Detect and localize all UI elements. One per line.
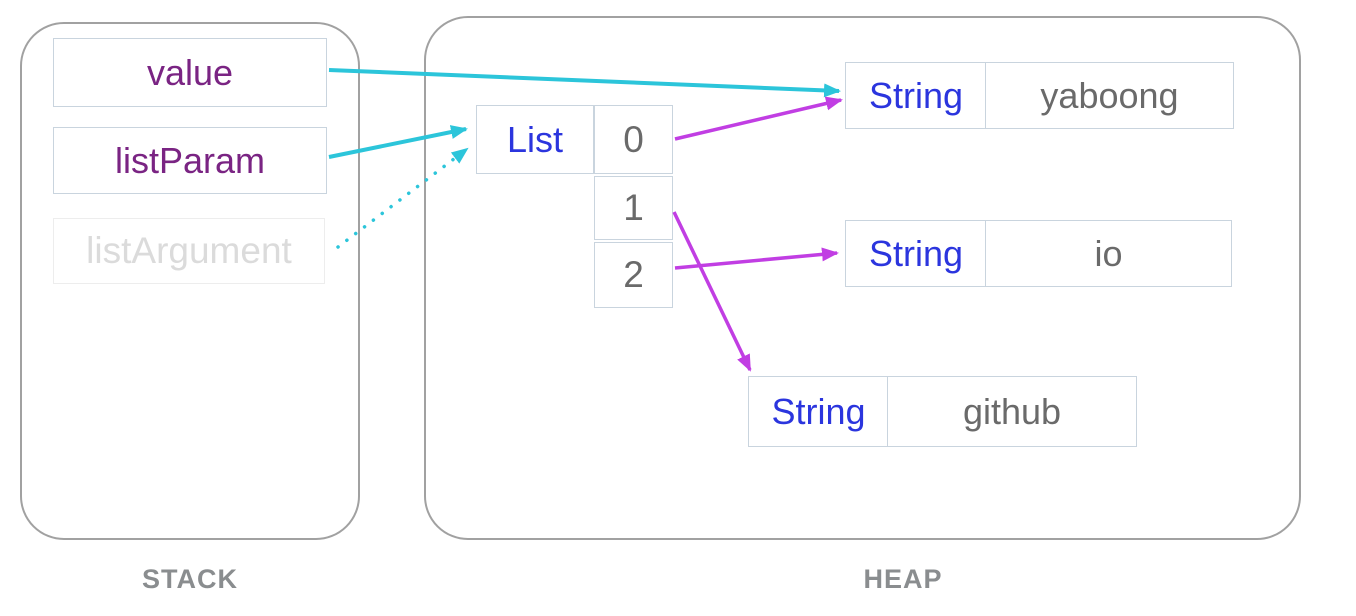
string-io-value: io bbox=[1094, 232, 1123, 274]
string-github-value-cell: github bbox=[887, 376, 1137, 447]
stack-variable-listargument: listArgument bbox=[53, 218, 325, 284]
list-index-cell-0: 0 bbox=[594, 105, 673, 174]
stack-label: STACK bbox=[142, 564, 238, 594]
list-index-2: 2 bbox=[623, 254, 644, 295]
list-type-label: List bbox=[506, 118, 564, 160]
string-io-type-label: String bbox=[868, 232, 964, 274]
variable-name-value: value bbox=[146, 51, 234, 93]
string-yaboong-value: yaboong bbox=[1040, 74, 1179, 116]
variable-name-listargument: listArgument bbox=[86, 230, 292, 271]
string-github-type-label: String bbox=[771, 390, 866, 432]
string-yaboong-type-label: String bbox=[868, 74, 964, 116]
string-io-type-cell: String bbox=[845, 220, 987, 287]
list-index-cell-2: 2 bbox=[594, 242, 673, 308]
stack-variable-value: value bbox=[53, 38, 327, 107]
list-index-cell-1: 1 bbox=[594, 176, 673, 240]
string-github-value: github bbox=[962, 390, 1062, 432]
string-yaboong-type-cell: String bbox=[845, 62, 987, 129]
string-yaboong-value-cell: yaboong bbox=[985, 62, 1234, 129]
string-io-value-cell: io bbox=[985, 220, 1232, 287]
stack-variable-listparam: listParam bbox=[53, 127, 327, 194]
list-index-1: 1 bbox=[623, 187, 644, 228]
list-object-type-cell: List bbox=[476, 105, 594, 174]
string-github-type-cell: String bbox=[748, 376, 889, 447]
heap-label: HEAP bbox=[863, 564, 943, 594]
variable-name-listparam: listParam bbox=[114, 139, 266, 181]
list-index-0: 0 bbox=[623, 118, 644, 160]
